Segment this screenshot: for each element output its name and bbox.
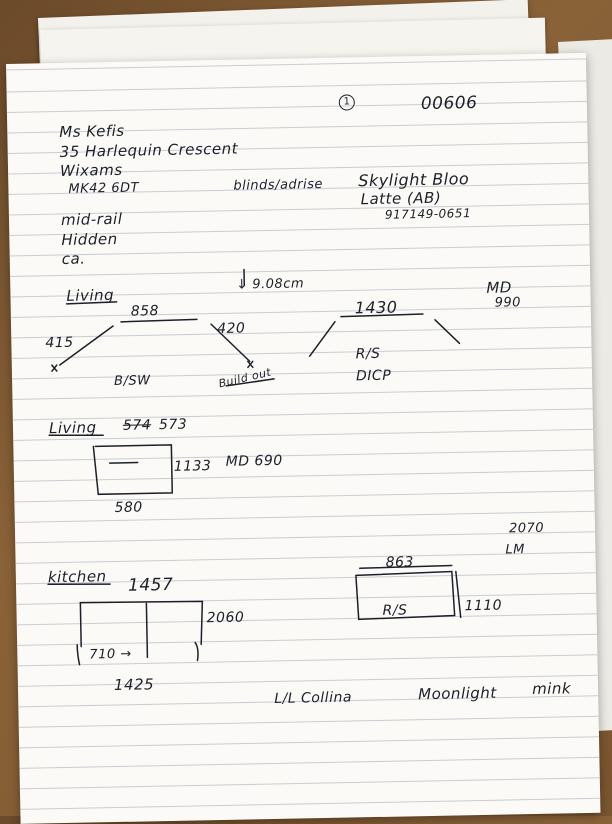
bay-right-front-line	[341, 314, 423, 317]
kitchen-sill-marks	[77, 642, 198, 664]
bay-left-mark-left	[52, 365, 57, 371]
bay-left-front-line	[121, 319, 197, 321]
bay-right-angle-left	[309, 322, 336, 356]
kitchen-right-box	[356, 571, 455, 619]
kitchen-title-underline	[48, 583, 110, 585]
kitchen-window-frame	[80, 600, 203, 646]
living-window-box	[93, 445, 172, 494]
build-out-underline	[226, 379, 274, 386]
kitchen-mullion	[146, 603, 147, 657]
bay-left-angle-left	[59, 326, 114, 365]
living-title-underline	[67, 302, 117, 304]
living-window-inner-mark	[110, 463, 138, 464]
sketch-drawings	[6, 53, 600, 824]
bay-left-angle-right	[211, 323, 250, 362]
kitchen-right-top-line	[360, 566, 452, 569]
living-window-title-underline	[49, 434, 103, 436]
lined-paper-sheet: 1 00606 Ms Kefis 35 Harlequin Crescent W…	[6, 53, 600, 824]
kitchen-right-side-line	[456, 571, 461, 617]
bay-right-angle-right	[435, 319, 459, 343]
bay-left-mark-right	[248, 361, 253, 367]
